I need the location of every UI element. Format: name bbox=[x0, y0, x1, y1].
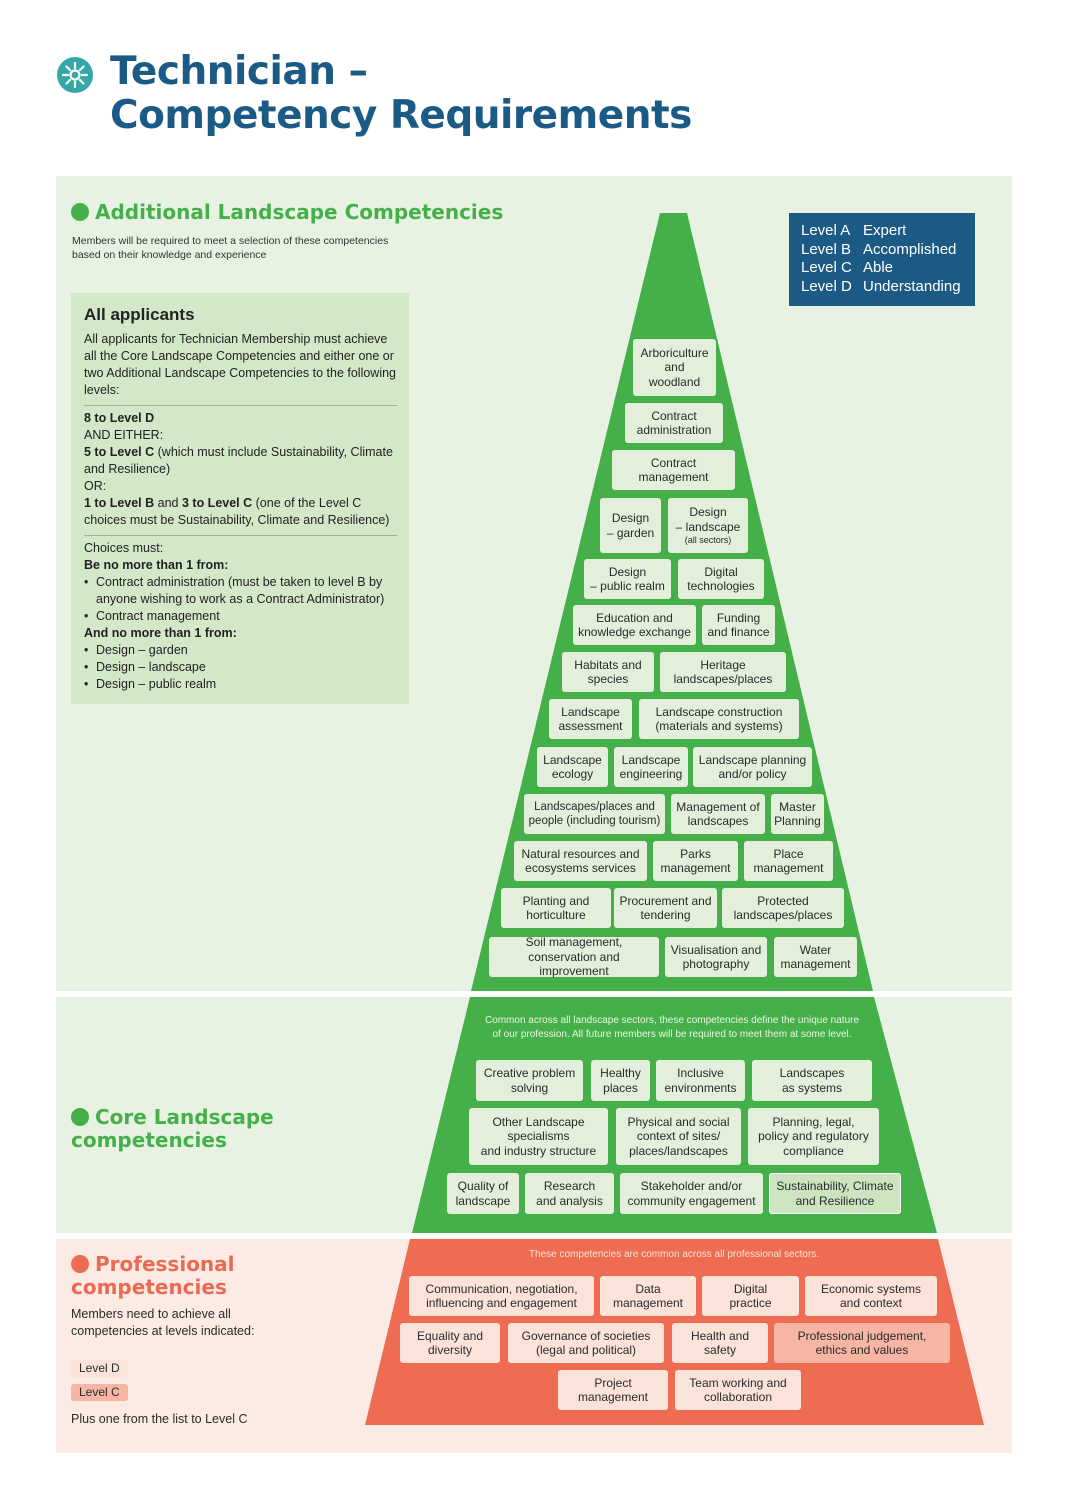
competency-box: Landscape construction (materials and sy… bbox=[639, 699, 799, 739]
competency-box: Water management bbox=[774, 937, 857, 977]
competency-box: Healthy places bbox=[591, 1060, 650, 1101]
competency-box: Communication, negotiation, influencing … bbox=[409, 1276, 594, 1316]
competency-box: Stakeholder and/or community engagement bbox=[620, 1173, 763, 1214]
competency-box: Landscape ecology bbox=[537, 747, 608, 787]
competency-box: Other Landscape specialisms and industry… bbox=[469, 1108, 608, 1165]
choices-list-2: Design – garden Design – landscape Desig… bbox=[84, 642, 397, 693]
competency-box: Arboriculture and woodland bbox=[633, 339, 716, 396]
list-item: Contract administration (must be taken t… bbox=[84, 574, 397, 608]
professional-plus-note: Plus one from the list to Level C bbox=[71, 1412, 248, 1426]
competency-box: Funding and finance bbox=[702, 605, 775, 645]
competency-box: Physical and social context of sites/ pl… bbox=[616, 1108, 741, 1165]
competency-box: Creative problem solving bbox=[476, 1060, 583, 1101]
competency-box: Health and safety bbox=[672, 1323, 768, 1363]
competency-box: Contract management bbox=[612, 450, 735, 490]
cog-logo-icon bbox=[57, 57, 93, 93]
competency-box: Habitats and species bbox=[562, 652, 654, 692]
title-line-2: Competency Requirements bbox=[110, 93, 692, 138]
handshake-icon bbox=[71, 1255, 89, 1273]
competency-box: Parks management bbox=[653, 841, 738, 881]
rule-line-5: 1 to Level B and 3 to Level C (one of th… bbox=[84, 496, 390, 527]
applicants-intro: All applicants for Technician Membership… bbox=[84, 332, 397, 397]
competency-box: Research and analysis bbox=[525, 1173, 614, 1214]
competency-box: Landscape engineering bbox=[614, 747, 688, 787]
professional-note: These competencies are common across all… bbox=[528, 1249, 820, 1260]
choices-rule-1: Be no more than 1 from: bbox=[84, 558, 229, 572]
competency-box: Planning, legal, policy and regulatory c… bbox=[748, 1108, 879, 1165]
competency-box: Team working and collaboration bbox=[675, 1370, 801, 1410]
competency-box: Governance of societies (legal and polit… bbox=[508, 1323, 664, 1363]
competency-box: Design – garden bbox=[600, 498, 661, 553]
competency-box: Inclusive environments bbox=[656, 1060, 745, 1101]
list-item: Contract management bbox=[84, 608, 397, 625]
professional-title: Professional competencies bbox=[71, 1252, 235, 1299]
competency-box: Design – public realm bbox=[584, 559, 671, 599]
competency-box: Natural resources and ecosystems service… bbox=[514, 841, 647, 881]
rule-line-1: 8 to Level D bbox=[84, 411, 155, 425]
competency-box-highlighted: Sustainability, Climate and Resilience bbox=[769, 1173, 901, 1214]
all-applicants-panel: All applicants All applicants for Techni… bbox=[71, 293, 409, 704]
applicants-heading: All applicants bbox=[84, 305, 195, 324]
competency-box: Data management bbox=[600, 1276, 696, 1316]
competency-box: Visualisation and photography bbox=[665, 937, 767, 977]
choices-rule-2: And no more than 1 from: bbox=[84, 626, 237, 640]
page-title: Technician – Competency Requirements bbox=[110, 50, 692, 138]
rule-line-4: OR: bbox=[84, 479, 107, 493]
list-item: Design – landscape bbox=[84, 659, 397, 676]
competency-box: Contract administration bbox=[625, 403, 723, 443]
professional-description: Members need to achieve all competencies… bbox=[71, 1307, 255, 1338]
competency-box: Procurement and tendering bbox=[614, 888, 717, 928]
core-note: Common across all landscape sectors, the… bbox=[484, 1015, 860, 1040]
competency-box: Education and knowledge exchange bbox=[573, 605, 696, 645]
competency-box: Planting and horticulture bbox=[501, 888, 611, 928]
leaf-icon bbox=[71, 1108, 89, 1126]
core-title: Core Landscape competencies bbox=[71, 1105, 274, 1152]
competency-box: Economic systems and context bbox=[805, 1276, 937, 1316]
list-item: Design – public realm bbox=[84, 676, 397, 693]
competency-box: Management of landscapes bbox=[671, 794, 765, 834]
additional-description: Members will be required to meet a selec… bbox=[72, 235, 389, 261]
competency-box: Landscapes as systems bbox=[752, 1060, 872, 1101]
competency-box: Digital practice bbox=[702, 1276, 799, 1316]
competency-box: Place management bbox=[744, 841, 833, 881]
list-item: Design – garden bbox=[84, 642, 397, 659]
competency-box: Design – landscape (all sectors) bbox=[668, 498, 748, 553]
title-line-1: Technician – bbox=[110, 49, 368, 94]
competency-box: Quality of landscape bbox=[447, 1173, 519, 1214]
competency-box: Master Planning bbox=[771, 794, 824, 834]
competency-box: Digital technologies bbox=[678, 559, 764, 599]
competency-box: Project management bbox=[558, 1370, 668, 1410]
choices-heading: Choices must: bbox=[84, 541, 164, 555]
competency-box: Landscape planning and/or policy bbox=[693, 747, 812, 787]
competency-box-highlighted: Professional judgement, ethics and value… bbox=[774, 1323, 950, 1363]
competency-box: Soil management, conservation and improv… bbox=[489, 935, 659, 978]
level-d-tag: Level D bbox=[71, 1360, 128, 1377]
rule-line-2: AND EITHER: bbox=[84, 428, 164, 442]
additional-title: Additional Landscape Competencies bbox=[71, 201, 503, 224]
competency-box: Landscapes/places and people (including … bbox=[524, 794, 665, 834]
competency-box: Equality and diversity bbox=[400, 1323, 500, 1363]
competency-box: Landscape assessment bbox=[549, 699, 632, 739]
choices-list-1: Contract administration (must be taken t… bbox=[84, 574, 397, 625]
star-icon bbox=[71, 203, 89, 221]
rule-line-3: 5 to Level C (which must include Sustain… bbox=[84, 445, 393, 476]
level-c-tag: Level C bbox=[71, 1384, 128, 1401]
competency-box: Heritage landscapes/places bbox=[660, 652, 786, 692]
competency-box: Protected landscapes/places bbox=[722, 888, 844, 928]
